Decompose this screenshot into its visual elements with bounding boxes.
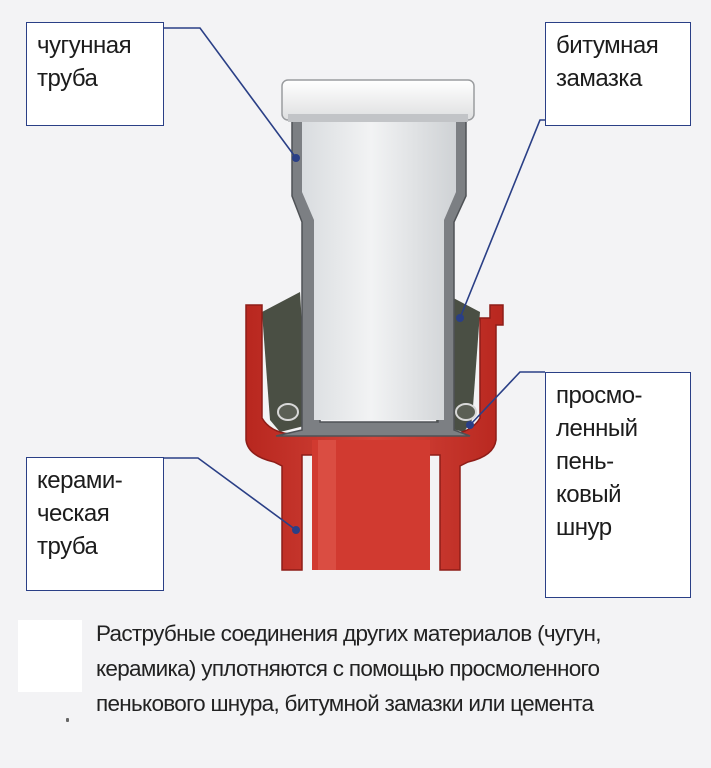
leader-bitumen (459, 119, 545, 319)
label-tarred-hemp-cord: просмо- ленный пень- ковый шнур (545, 372, 691, 598)
label-bitumen-sealant: битумная замазка (545, 22, 691, 126)
label-ceramic-pipe: керами- ческая труба (26, 457, 164, 591)
hemp-cord-left (277, 403, 299, 421)
leader-lines (163, 27, 545, 531)
caption-swatch (18, 620, 82, 692)
leader-cast-iron (163, 27, 297, 159)
stray-mark (66, 718, 69, 722)
pipe-joint-diagram (163, 27, 545, 571)
leader-hemp (469, 371, 545, 426)
hemp-cord-right (455, 403, 477, 421)
bitumen-sealant-left (262, 292, 308, 432)
label-cast-iron-pipe: чугунная труба (26, 22, 164, 126)
caption-block: Раструбные соединения других материалов … (18, 612, 708, 762)
cast-iron-pipe-interior (302, 118, 456, 420)
leader-dots (292, 154, 474, 534)
leader-ceramic (163, 457, 297, 531)
caption-text: Раструбные соединения других материалов … (96, 621, 602, 716)
